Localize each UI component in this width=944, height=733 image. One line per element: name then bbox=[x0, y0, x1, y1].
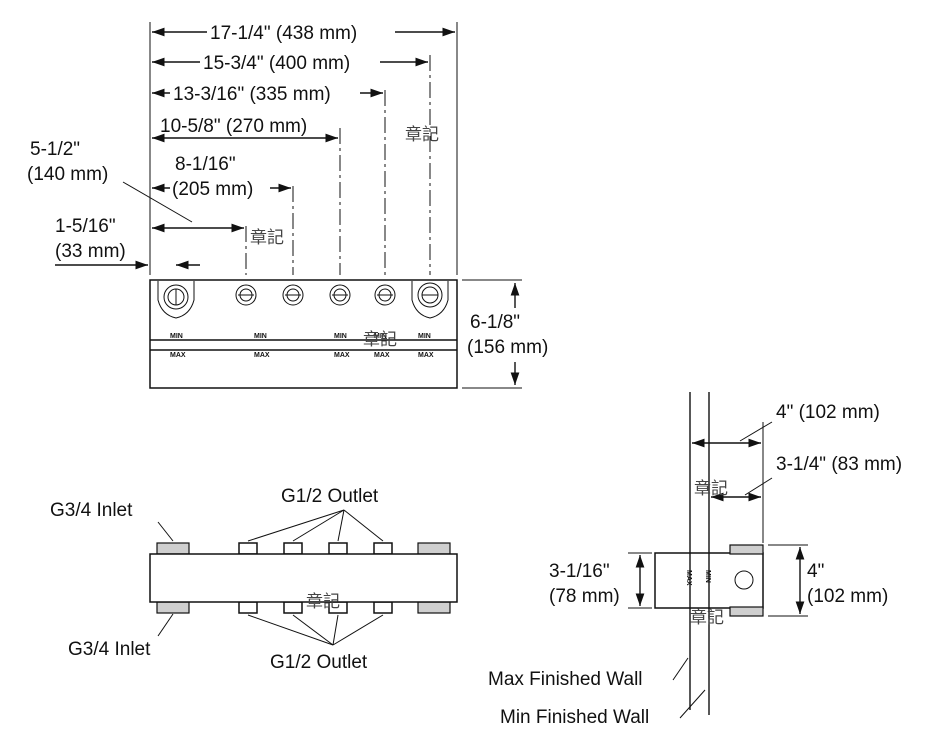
front-view: G3/4 Inlet G3/4 Inlet G1/2 Outlet G1/2 O… bbox=[50, 486, 458, 673]
side-max-mark: MAX bbox=[685, 570, 692, 586]
inlet-port-left bbox=[157, 281, 195, 319]
max-mark-3: MAX bbox=[334, 352, 350, 359]
watermark: 章記 bbox=[306, 592, 340, 612]
max-mark-4: MAX bbox=[374, 352, 390, 359]
manifold-body-front bbox=[149, 553, 458, 603]
min-mark-2: MIN bbox=[254, 333, 267, 340]
outlet-port-4 bbox=[374, 284, 396, 306]
dim-outlet-1-line2: (140 mm) bbox=[27, 164, 108, 185]
min-mark-5: MIN bbox=[418, 333, 431, 340]
max-mark-1: MAX bbox=[170, 352, 186, 359]
dim-side-wall-offset: 3-1/4" (83 mm) bbox=[776, 454, 902, 475]
label-outlet-top: G1/2 Outlet bbox=[281, 486, 379, 507]
inlet-port-right bbox=[411, 281, 449, 319]
dim-outlet-span: 15-3/4" (400 mm) bbox=[203, 53, 350, 74]
dim-outlet-1-line1: 5-1/2" bbox=[30, 139, 80, 160]
min-mark-4: MIN bbox=[374, 333, 387, 340]
watermark-stamps: 章記 章記 章記 章記 章記 章記 bbox=[250, 125, 728, 628]
side-min-mark: MIN bbox=[704, 570, 711, 583]
label-inlet-bottom: G3/4 Inlet bbox=[68, 639, 151, 660]
max-mark-2: MAX bbox=[254, 352, 270, 359]
watermark: 章記 bbox=[690, 608, 724, 628]
outlet-port-2 bbox=[282, 284, 304, 306]
dim-overall-width: 17-1/4" (438 mm) bbox=[210, 23, 357, 44]
side-view: MIN MAX 4" (102 mm) 3-1/4" (83 mm) 3-1/1… bbox=[488, 392, 902, 728]
outlet-port-1 bbox=[235, 284, 257, 306]
dim-outlet-3: 10-5/8" (270 mm) bbox=[160, 116, 307, 137]
dim-side-overall-height-line1: 4" bbox=[807, 561, 824, 582]
dim-outlet-4: 13-3/16" (335 mm) bbox=[173, 84, 331, 105]
dim-height-line1: 6-1/8" bbox=[470, 312, 520, 333]
label-inlet-top: G3/4 Inlet bbox=[50, 500, 133, 521]
dim-outlet-2-line2: (205 mm) bbox=[172, 179, 253, 200]
dim-height-line2: (156 mm) bbox=[467, 337, 548, 358]
label-outlet-bottom: G1/2 Outlet bbox=[270, 652, 368, 673]
watermark: 章記 bbox=[363, 330, 397, 350]
outlet-port-3 bbox=[329, 284, 351, 306]
min-mark-1: MIN bbox=[170, 333, 183, 340]
watermark: 章記 bbox=[250, 228, 284, 248]
dim-inlet-offset-line2: (33 mm) bbox=[55, 241, 126, 262]
watermark: 章記 bbox=[405, 125, 439, 145]
manifold-body-top bbox=[149, 279, 458, 389]
top-view: 17-1/4" (438 mm) 15-3/4" (400 mm) 13-3/1… bbox=[27, 22, 548, 389]
dim-side-body-height-line1: 3-1/16" bbox=[549, 561, 610, 582]
dim-side-body-height-line2: (78 mm) bbox=[549, 586, 620, 607]
label-max-finished-wall: Max Finished Wall bbox=[488, 669, 643, 690]
max-mark-5: MAX bbox=[418, 352, 434, 359]
min-mark-3: MIN bbox=[334, 333, 347, 340]
label-min-finished-wall: Min Finished Wall bbox=[500, 707, 649, 728]
dim-side-total-depth: 4" (102 mm) bbox=[776, 402, 880, 423]
watermark: 章記 bbox=[694, 479, 728, 499]
dim-inlet-offset-line1: 1-5/16" bbox=[55, 216, 116, 237]
dim-side-overall-height-line2: (102 mm) bbox=[807, 586, 888, 607]
dim-outlet-2-line1: 8-1/16" bbox=[175, 154, 236, 175]
